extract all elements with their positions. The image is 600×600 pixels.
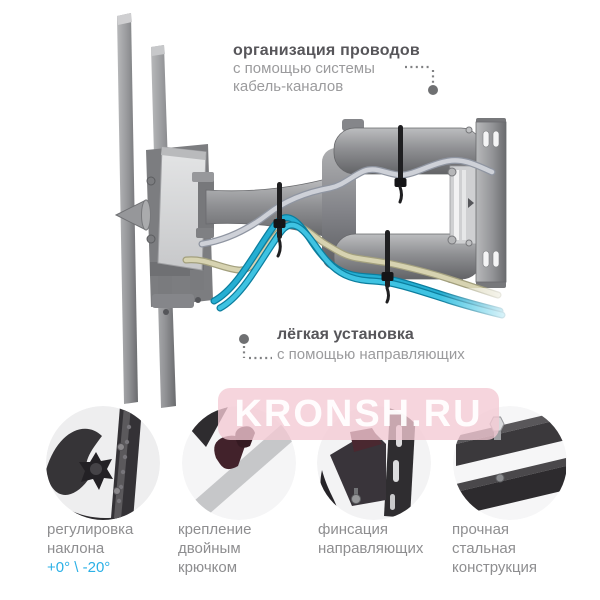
annotation-cable-management: организация проводов с помощью системы к… [233, 41, 420, 96]
detail-photo-steel [453, 406, 567, 520]
cable-fade [440, 288, 520, 330]
connector-mid [242, 346, 272, 360]
feature-line: крючком [178, 559, 238, 576]
annotation-top-line2: кабель-каналов [233, 78, 344, 95]
feature-tilt-adjustment: регулировка наклона +0° \ -20° [47, 520, 177, 577]
tilt-knob [114, 199, 151, 231]
wall-plate [465, 118, 507, 288]
feature-line: двойным [178, 540, 241, 557]
feature-line: направляющих [318, 540, 424, 557]
feature-line: регулировка [47, 521, 134, 538]
guide-plate [447, 165, 479, 245]
annotation-top-line1: с помощью системы [233, 60, 375, 77]
feature-line: прочная [452, 521, 510, 538]
feature-double-hook: крепление двойным крючком [178, 520, 308, 577]
watermark-band: KRONSH.RU [218, 388, 499, 440]
feature-line: конструкция [452, 559, 538, 576]
feature-guide-fixing: финсация направляющих [318, 520, 448, 558]
connector-top [405, 65, 435, 84]
feature-line: финсация [318, 521, 388, 538]
connector-mid-dot [239, 334, 249, 344]
feature-line: стальная [452, 540, 516, 557]
feature-steel-construction: прочная стальная конструкция [452, 520, 582, 577]
watermark-text: KRONSH.RU [234, 392, 483, 435]
annotation-easy-install-line: с помощью направляющих [277, 346, 465, 363]
detail-photo-tilt [46, 406, 160, 520]
annotation-top-title: организация проводов [233, 42, 420, 59]
annotation-easy-install-title: лёгкая установка [277, 326, 414, 343]
feature-tilt-range: +0° \ -20° [47, 559, 111, 576]
feature-line: наклона [47, 540, 105, 557]
connector-top-dot [428, 85, 438, 95]
cable-ties [273, 125, 407, 304]
feature-line: крепление [178, 521, 252, 538]
cable-silver [198, 156, 496, 248]
